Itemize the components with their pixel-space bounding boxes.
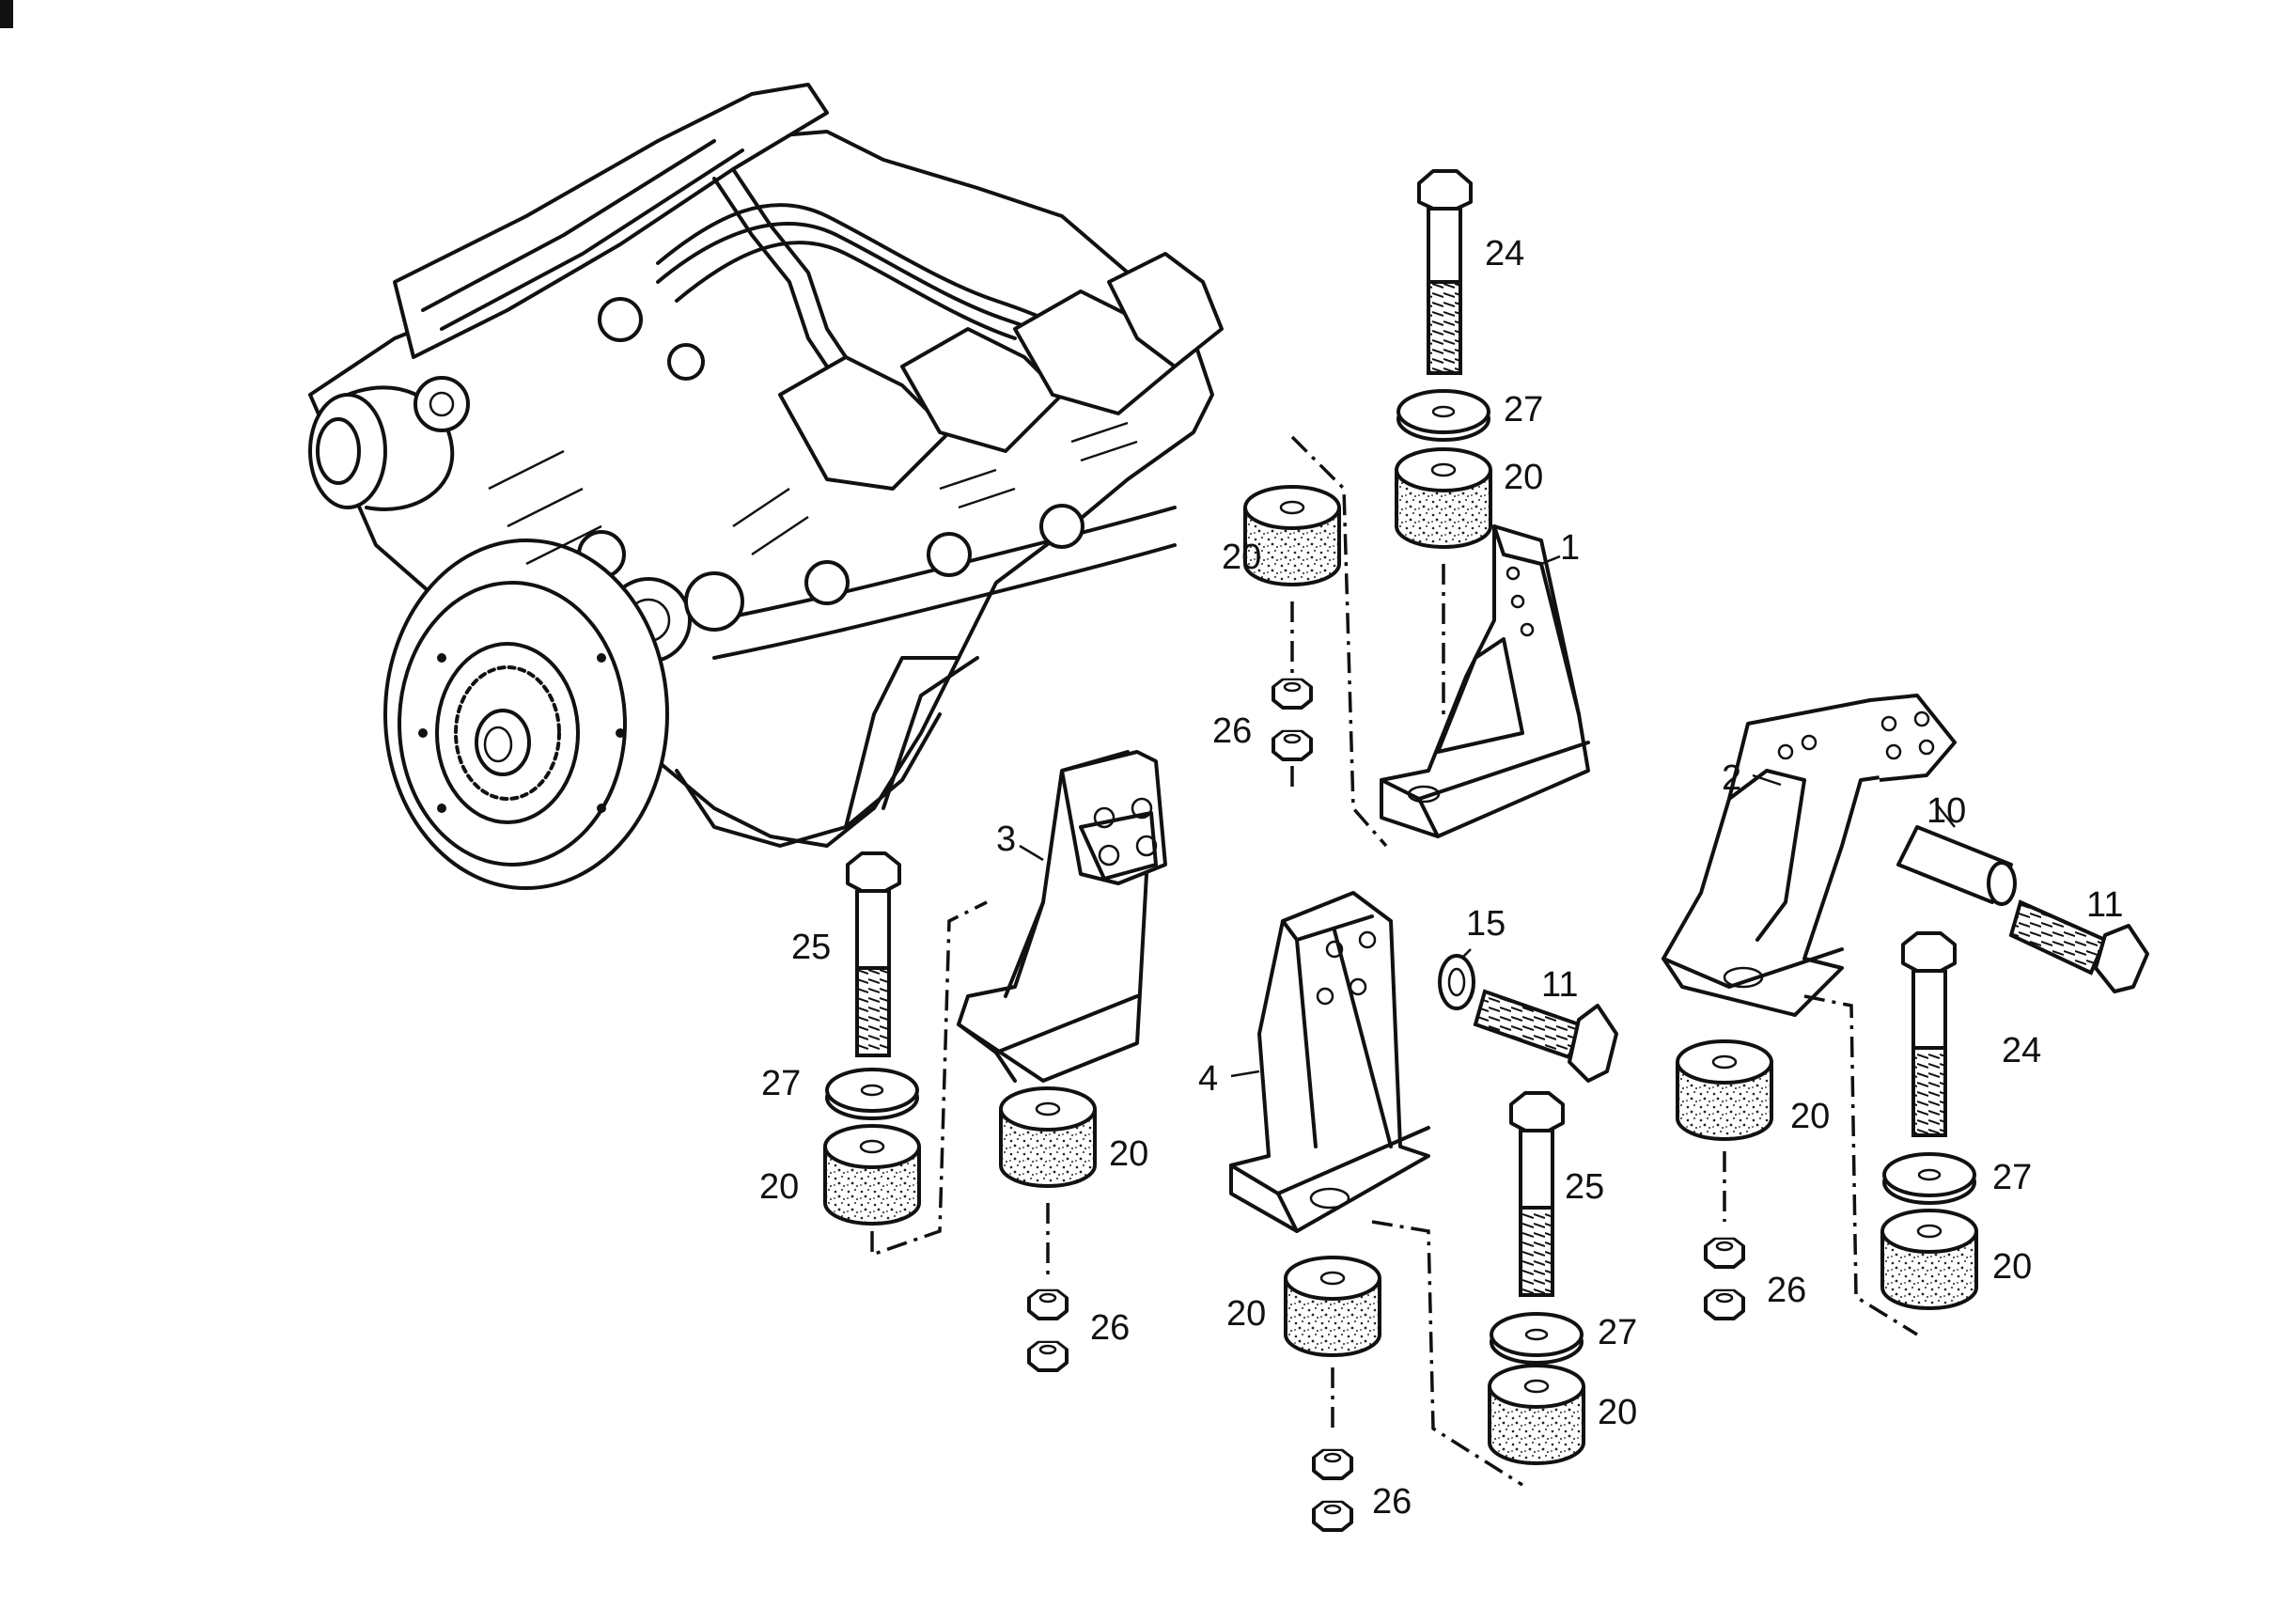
bracket-2 — [1662, 694, 1957, 1017]
callout-1: 1 — [1560, 528, 1580, 568]
flywheel — [383, 539, 669, 890]
callout-26-under-4: 26 — [1372, 1482, 1412, 1522]
nut-26-top-b — [1272, 728, 1313, 761]
nut-26-under-4-b — [1312, 1499, 1353, 1532]
rubber-mount-20-under-3 — [999, 1086, 1097, 1188]
callout-11-centre: 11 — [1541, 965, 1578, 1005]
callout-27-right: 27 — [1992, 1158, 2032, 1197]
engine-illustration — [308, 83, 1224, 890]
washer-27-left — [825, 1068, 919, 1120]
callout-26-under-2: 26 — [1767, 1271, 1806, 1310]
nut-26-top-a — [1272, 677, 1313, 710]
nut-26-under-3-b — [1027, 1339, 1069, 1372]
rubber-mount-20-under-2 — [1676, 1039, 1773, 1141]
bracket-3 — [957, 750, 1167, 1083]
nut-26-under-3-a — [1027, 1288, 1069, 1320]
callout-24-right: 24 — [2002, 1031, 2041, 1070]
bolt-24-top — [1417, 169, 1473, 375]
callout-11-right: 11 — [2086, 885, 2123, 925]
callout-20-under-2: 20 — [1790, 1097, 1830, 1136]
bolt-24-right — [1901, 931, 1957, 1137]
bolt-25-left — [846, 851, 901, 1057]
callout-15: 15 — [1466, 904, 1506, 944]
callout-10: 10 — [1927, 791, 1966, 831]
rubber-mount-20-right — [1880, 1209, 1978, 1310]
rubber-mount-20-top-right — [1395, 447, 1492, 549]
callout-27-top: 27 — [1504, 390, 1543, 429]
callout-20-top-right: 20 — [1504, 458, 1543, 497]
nut-26-under-4-a — [1312, 1447, 1353, 1480]
bolt-11-right — [2008, 899, 2149, 993]
nut-26-under-2-b — [1704, 1288, 1745, 1320]
callout-4: 4 — [1198, 1059, 1218, 1099]
nut-26-under-2-a — [1704, 1236, 1745, 1269]
spacer-10 — [1896, 825, 2017, 906]
bracket-1 — [1380, 524, 1590, 838]
washer-27-centre — [1490, 1312, 1584, 1365]
callout-27-centre: 27 — [1598, 1313, 1637, 1352]
callout-24-top: 24 — [1485, 234, 1524, 273]
callout-26-top: 26 — [1212, 711, 1252, 751]
washer-27-top — [1396, 389, 1490, 442]
callout-20-left: 20 — [759, 1167, 799, 1207]
callout-3: 3 — [996, 820, 1016, 859]
callout-25-left: 25 — [791, 928, 831, 967]
callout-20-under-4: 20 — [1226, 1294, 1266, 1334]
rubber-mount-20-under-4 — [1284, 1256, 1381, 1357]
bolt-25-centre — [1509, 1091, 1565, 1297]
callout-20-centre: 20 — [1598, 1393, 1637, 1432]
callout-27-left: 27 — [761, 1064, 801, 1103]
washer-27-right — [1882, 1152, 1976, 1205]
bolt-11-centre — [1473, 989, 1618, 1083]
callout-26-under-3: 26 — [1090, 1308, 1130, 1348]
bracket-4 — [1229, 891, 1430, 1233]
callout-2: 2 — [1722, 758, 1741, 798]
callout-25-centre: 25 — [1565, 1167, 1604, 1207]
callout-20-under-3: 20 — [1109, 1134, 1148, 1174]
rubber-mount-20-centre — [1488, 1364, 1585, 1465]
washer-15 — [1438, 954, 1475, 1010]
turbocharger — [308, 376, 470, 511]
callout-20-right: 20 — [1992, 1247, 2032, 1287]
scan-corner-mark — [0, 0, 13, 28]
callout-20-top-left: 20 — [1222, 538, 1261, 577]
rubber-mount-20-left — [823, 1124, 921, 1226]
callout-labels: 1 2 3 4 10 11 11 15 20 20 20 20 20 20 20… — [759, 234, 2123, 1522]
